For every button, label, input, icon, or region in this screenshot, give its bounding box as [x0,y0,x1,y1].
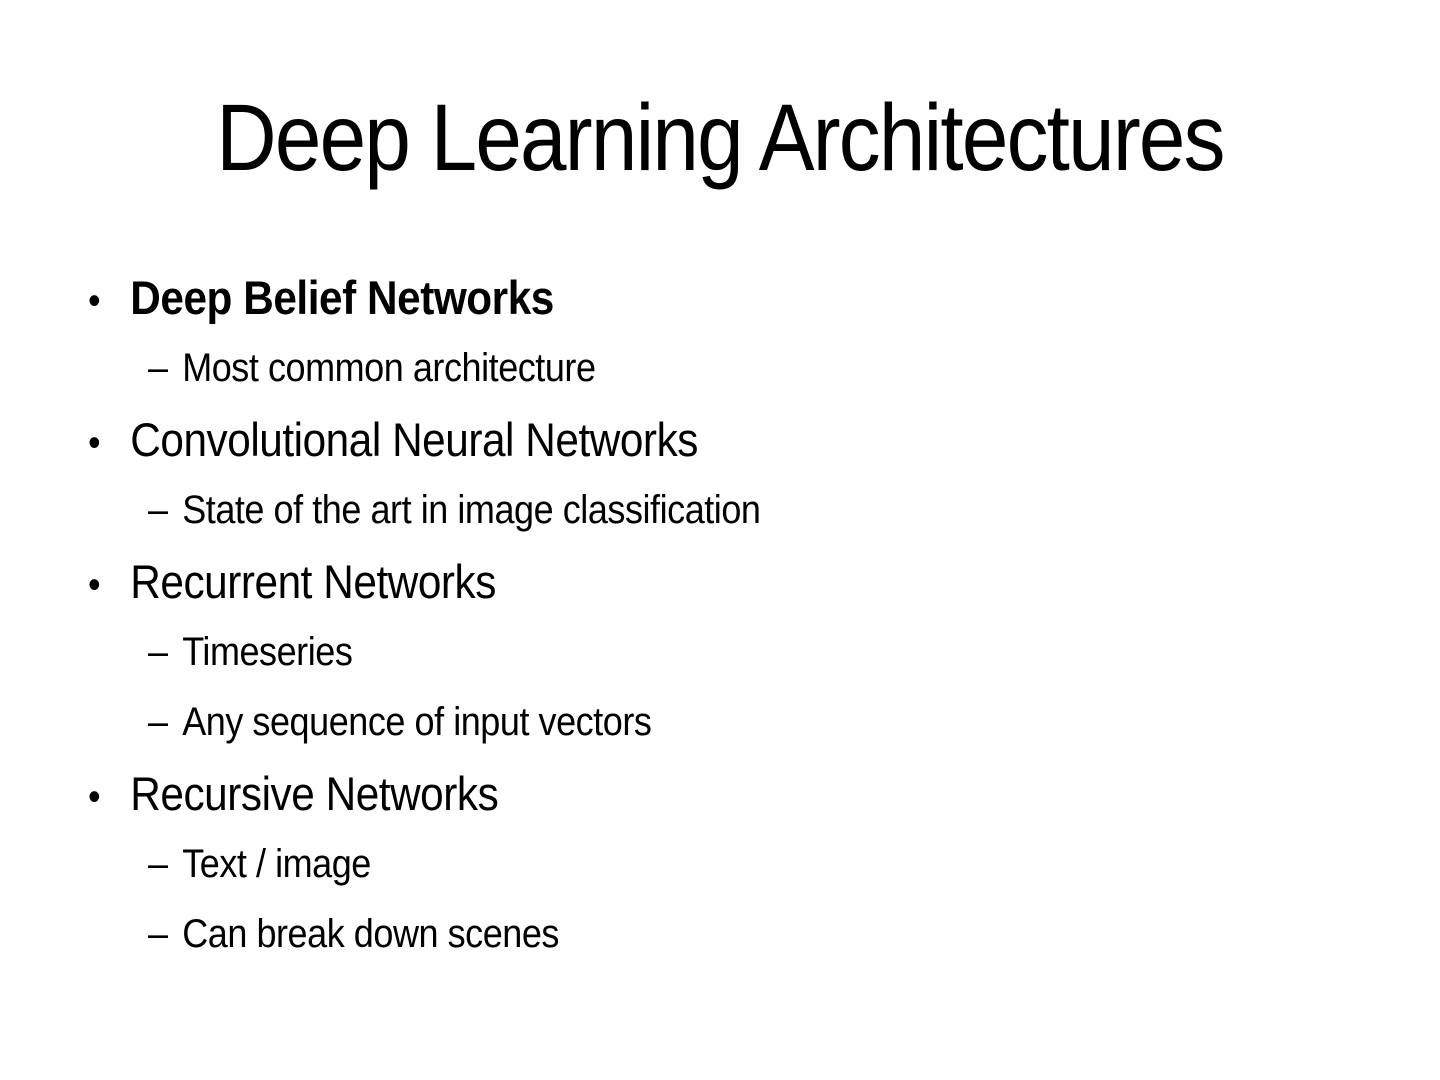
dash-icon: – [148,699,168,744]
bullet-icon: • [88,278,101,323]
list-item-inner: – Timeseries [148,629,353,675]
list-item-inner: • Convolutional Neural Networks [88,412,698,467]
list-item-inner: • Deep Belief Networks [88,270,554,325]
bullet-label: Deep Belief Networks [130,270,554,324]
sub-bullet-label: Can break down scenes [182,911,559,956]
bullet-icon: • [88,420,101,465]
bullet-icon: • [88,774,101,819]
list-item-inner: – Most common architecture [148,346,596,391]
sub-list-item: – Can break down scenes [0,899,1440,969]
sub-bullet-label: State of the art in image classification [182,487,761,532]
bullet-label: Recursive Networks [130,766,499,820]
bullet-label: Convolutional Neural Networks [130,412,698,466]
sub-list-item: – Most common architecture [0,333,1440,403]
list-item-inner: – Can break down scenes [148,912,559,957]
bullet-label: Recurrent Networks [130,554,496,608]
sub-list-item: – Text / image [0,829,1440,899]
sub-list-item: – Any sequence of input vectors [0,687,1440,757]
sub-list-item: – Timeseries [0,617,1440,687]
list-item-inner: – Any sequence of input vectors [148,699,652,745]
list-item-inner: – State of the art in image classificati… [148,488,761,533]
sub-bullet-label: Timeseries [182,629,353,674]
list-item: • Convolutional Neural Networks [0,403,1440,475]
sub-bullet-label: Any sequence of input vectors [182,699,652,744]
dash-icon: – [148,841,168,886]
sub-list-item: – State of the art in image classificati… [0,475,1440,545]
dash-icon: – [148,487,168,532]
bullet-icon: • [88,562,101,607]
list-item-inner: • Recurrent Networks [88,554,496,609]
dash-icon: – [148,345,168,390]
dash-icon: – [148,911,168,956]
list-item-inner: – Text / image [148,842,371,887]
bullet-list: • Deep Belief Networks – Most common arc… [0,261,1440,969]
list-item: • Recursive Networks [0,757,1440,829]
slide-title: Deep Learning Architectures [216,85,1225,191]
sub-bullet-label: Most common architecture [182,345,596,390]
sub-bullet-label: Text / image [182,841,371,886]
list-item: • Recurrent Networks [0,545,1440,617]
list-item: • Deep Belief Networks [0,261,1440,333]
dash-icon: – [148,629,168,674]
list-item-inner: • Recursive Networks [88,766,499,821]
